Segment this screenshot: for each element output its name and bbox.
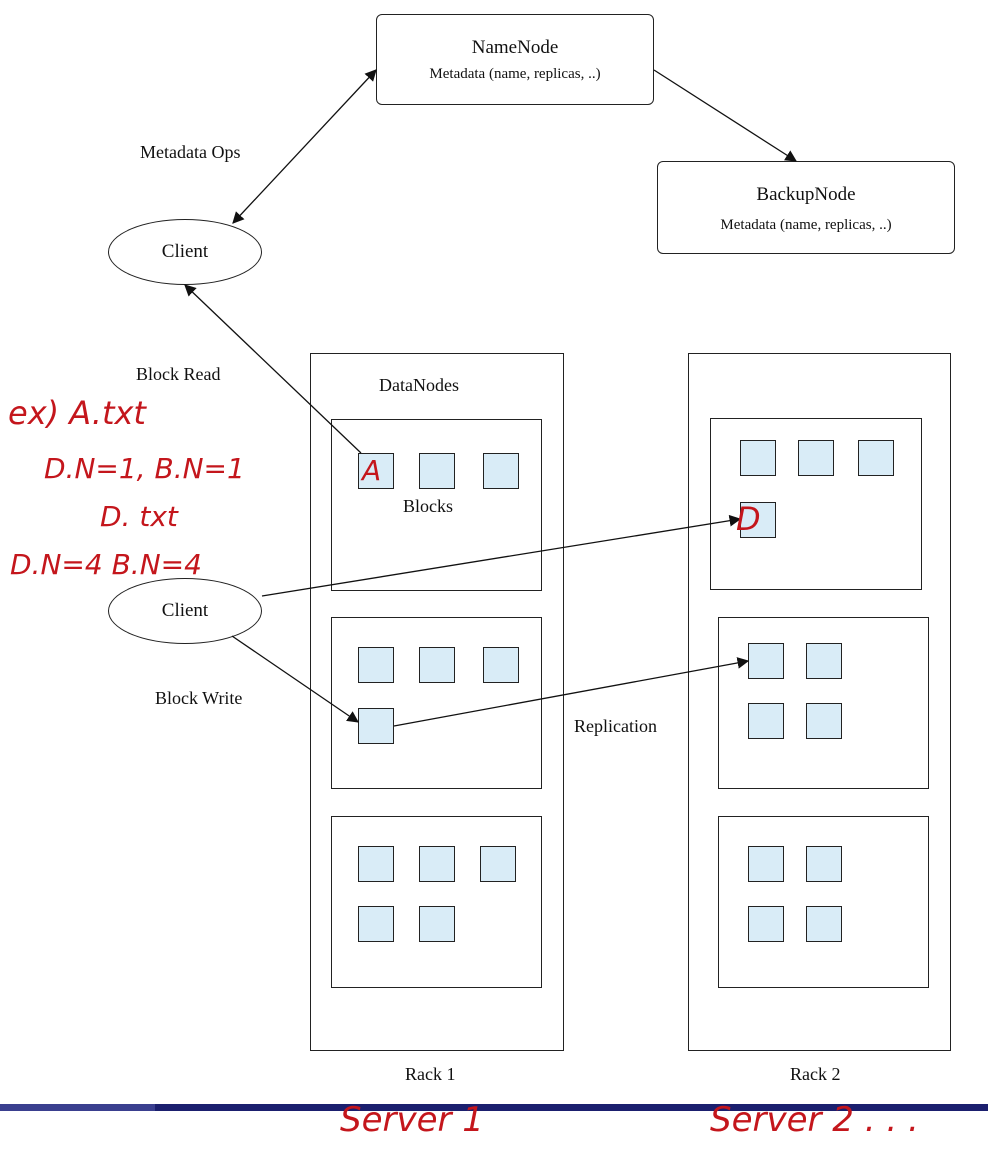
block xyxy=(419,906,455,942)
block xyxy=(419,453,455,489)
replication-arrow xyxy=(393,657,750,727)
block-write-label: Block Write xyxy=(155,688,243,708)
block xyxy=(483,453,519,489)
block xyxy=(358,453,394,489)
block xyxy=(483,647,519,683)
namenode-title: NameNode xyxy=(471,37,559,58)
client-top: Client xyxy=(108,219,262,285)
annotation-a-txt: ex) A.txt xyxy=(8,394,146,432)
block xyxy=(740,440,776,476)
block-read-label: Block Read xyxy=(136,364,221,384)
backupnode-title: BackupNode xyxy=(756,184,856,205)
block xyxy=(806,643,842,679)
footer-bar xyxy=(0,1104,988,1111)
rack1-datanode-1 xyxy=(331,419,542,591)
namenode-to-backup-arrow xyxy=(653,69,797,162)
rack1-datanode-2 xyxy=(331,617,542,789)
replication-label: Replication xyxy=(574,716,657,736)
annotation-d-counts: D.N=4 B.N=4 xyxy=(10,548,202,581)
block-write-arrow xyxy=(231,635,359,723)
rack-1-label: Rack 1 xyxy=(405,1064,456,1084)
backupnode-box: BackupNode Metadata (name, replicas, ..) xyxy=(657,161,955,254)
backupnode-subtitle: Metadata (name, replicas, ..) xyxy=(720,217,892,233)
block-replica xyxy=(740,502,776,538)
block-read-arrow xyxy=(184,284,362,454)
metadata-ops-arrow xyxy=(232,69,377,224)
namenode-box: NameNode Metadata (name, replicas, ..) xyxy=(376,14,654,105)
metadata-ops-label: Metadata Ops xyxy=(140,142,241,162)
block xyxy=(806,906,842,942)
annotation-server-1: Server 1 xyxy=(340,1100,484,1140)
block xyxy=(748,703,784,739)
rack2-datanode-3 xyxy=(718,816,929,988)
annotation-d-txt: D. txt xyxy=(100,500,178,533)
block xyxy=(798,440,834,476)
rack-2-label: Rack 2 xyxy=(790,1064,841,1084)
namenode-subtitle: Metadata (name, replicas, ..) xyxy=(429,66,601,82)
footer-bar-light xyxy=(0,1104,155,1111)
annotation-block-d: D xyxy=(736,500,761,538)
annotation-a-counts: D.N=1, B.N=1 xyxy=(44,452,245,485)
block-written xyxy=(358,708,394,744)
blocks-label: Blocks xyxy=(403,496,454,516)
block xyxy=(806,703,842,739)
block xyxy=(419,846,455,882)
annotation-block-a: A xyxy=(362,454,382,487)
block xyxy=(358,647,394,683)
block xyxy=(358,906,394,942)
block xyxy=(748,906,784,942)
block xyxy=(748,846,784,882)
client-bottom: Client xyxy=(108,578,262,644)
rack1-datanode-3 xyxy=(331,816,542,988)
block xyxy=(480,846,516,882)
block xyxy=(358,846,394,882)
block xyxy=(806,846,842,882)
client-write-to-rack2-arrow xyxy=(261,514,742,597)
datanodes-label: DataNodes xyxy=(379,375,459,395)
block xyxy=(858,440,894,476)
block xyxy=(419,647,455,683)
annotation-server-2: Server 2 . . . xyxy=(710,1100,919,1140)
